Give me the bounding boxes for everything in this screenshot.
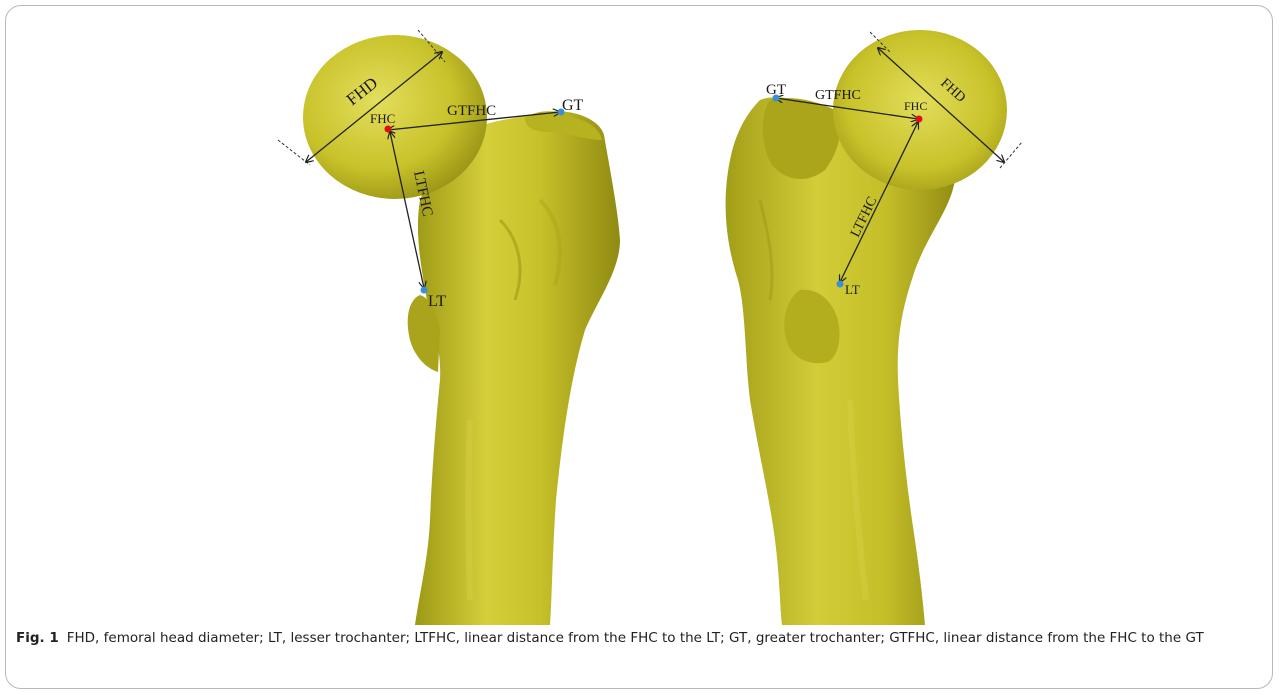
figure-label: Fig. 1 <box>16 630 59 646</box>
left-fhc-point <box>385 126 392 133</box>
left-fhc-label: FHC <box>370 111 395 126</box>
caption-text: FHD, femoral head diameter; LT, lesser t… <box>67 630 1204 646</box>
right-gtfhc-label: GTFHC <box>815 88 861 103</box>
right-lt-label: LT <box>845 282 860 297</box>
right-fhc-label: FHC <box>904 99 927 113</box>
left-femur: FHD FHC GTFHC GT LTFHC LT <box>278 30 620 625</box>
left-femur-body <box>415 111 620 625</box>
right-fhc-point <box>916 116 923 123</box>
left-lt-label: LT <box>428 293 446 310</box>
right-gt-label: GT <box>766 82 786 98</box>
right-femur: FHD FHC GTFHC GT LTFHC LT <box>726 30 1022 625</box>
left-gt-label: GT <box>562 97 584 114</box>
left-lt-point <box>421 287 428 294</box>
figure-caption: Fig. 1 FHD, femoral head diameter; LT, le… <box>16 628 1256 648</box>
left-gtfhc-label: GTFHC <box>447 103 496 119</box>
femur-figure: FHD FHC GTFHC GT LTFHC LT FHD FHC GTFHC … <box>0 0 1281 640</box>
right-lt-point <box>837 281 844 288</box>
